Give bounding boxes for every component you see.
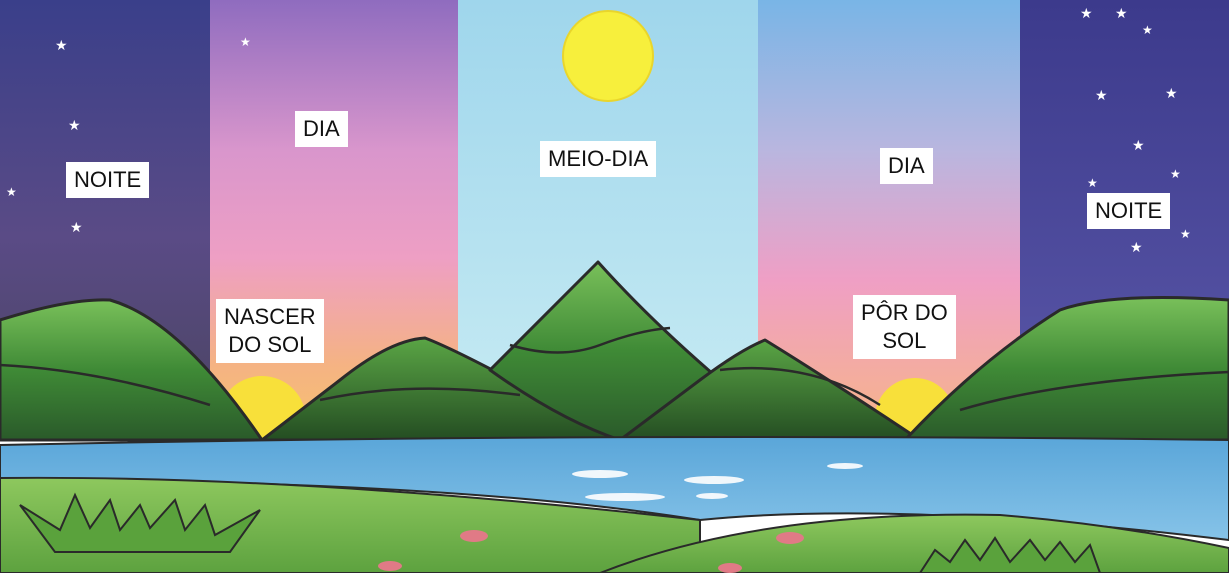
grass-tuft-left	[19, 492, 261, 553]
label-nascer-do-sol: NASCER DO SOL	[216, 299, 324, 363]
svg-text:★: ★	[1095, 88, 1108, 104]
mountains	[0, 260, 1229, 442]
svg-text:★: ★	[1080, 6, 1093, 22]
stars-right: ★ ★ ★ ★ ★ ★ ★ ★ ★ ★	[1080, 6, 1191, 256]
label-meio-dia: MEIO-DIA	[540, 141, 657, 177]
svg-text:★: ★	[68, 118, 81, 134]
label-noite-right: NOITE	[1087, 193, 1171, 229]
svg-text:★: ★	[1130, 240, 1143, 256]
svg-text:★: ★	[240, 35, 251, 49]
svg-text:★: ★	[55, 38, 68, 54]
svg-text:★: ★	[1132, 138, 1145, 154]
noon-sun	[562, 10, 654, 102]
svg-text:★: ★	[1165, 86, 1178, 102]
svg-text:★: ★	[70, 220, 83, 236]
svg-text:★: ★	[1115, 6, 1128, 22]
lake-reflections	[572, 463, 863, 501]
svg-text:★: ★	[1087, 176, 1098, 190]
label-dia-left: DIA	[295, 111, 348, 147]
stars-left: ★ ★ ★ ★ ★	[6, 35, 251, 236]
flowers	[378, 530, 804, 573]
label-dia-right: DIA	[880, 148, 933, 184]
svg-text:★: ★	[1142, 23, 1153, 37]
svg-text:★: ★	[1170, 167, 1181, 181]
svg-text:★: ★	[1180, 227, 1191, 241]
label-por-do-sol: PÔR DO SOL	[853, 295, 956, 359]
grass-tuft-right	[918, 536, 1102, 573]
svg-text:★: ★	[6, 185, 17, 199]
label-noite-left: NOITE	[66, 162, 150, 198]
